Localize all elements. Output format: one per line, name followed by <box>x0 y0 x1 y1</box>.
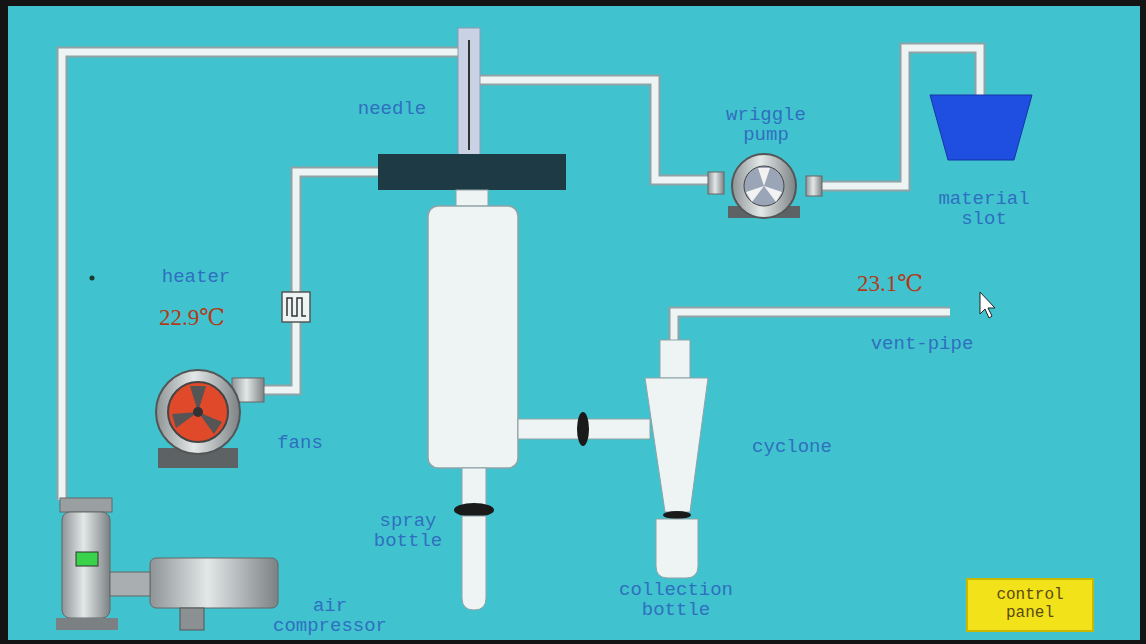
heater-symbol <box>282 292 310 322</box>
compressor-flange <box>60 498 112 512</box>
cyclone-cone <box>645 378 708 512</box>
fan-rotor <box>168 382 228 442</box>
compressor-box <box>180 608 204 630</box>
part-label: spray bottle <box>353 512 463 552</box>
heater-coil <box>287 298 306 316</box>
pump-body <box>732 154 796 218</box>
button-label: control panel <box>985 587 1075 622</box>
compressor-tank <box>62 512 110 618</box>
compressor-coupling <box>110 572 150 596</box>
fan-blades <box>172 386 222 434</box>
screen-speck <box>90 276 95 281</box>
part-label: collection bottle <box>581 581 771 621</box>
compressor-indicator <box>76 552 98 566</box>
part-label: 23.1℃ <box>835 272 945 296</box>
drying-tower <box>428 206 518 468</box>
tower-outlet <box>462 468 486 508</box>
pump-port <box>708 172 724 194</box>
control-button: control panel <box>966 578 1094 632</box>
fan-hub <box>193 407 203 417</box>
mouse-cursor <box>980 292 995 318</box>
screen-ground <box>8 6 1140 640</box>
spray-bottle-shape <box>462 516 486 610</box>
part-label: cyclone <box>737 438 847 458</box>
part-label: air compressor <box>255 597 405 637</box>
part-label: heater <box>141 268 251 288</box>
clamp-ring <box>454 503 494 517</box>
part-label: needle <box>337 100 447 120</box>
clamp-ring <box>577 412 589 446</box>
part-label: wriggle pump <box>706 106 826 146</box>
pipe <box>62 48 980 500</box>
needle-tube <box>458 28 480 158</box>
pump-rotor <box>744 166 784 206</box>
collection-bottle-shape <box>656 519 698 578</box>
compressor-motor <box>150 558 278 608</box>
pump-rollers <box>746 168 782 202</box>
clamp-ring <box>663 511 691 519</box>
pump-port <box>806 176 822 196</box>
part-label: material slot <box>919 190 1049 230</box>
part-label: 22.9℃ <box>137 306 247 330</box>
nozzle-bar <box>378 154 566 190</box>
part-label: fans <box>260 434 340 454</box>
material-tank <box>930 95 1032 160</box>
pipe-outline <box>62 48 980 500</box>
compressor-foot <box>56 618 118 630</box>
part-label: vent-pipe <box>852 335 992 355</box>
fan-housing <box>156 370 240 454</box>
needle-line <box>468 40 470 150</box>
cyclone-outlet <box>660 340 690 378</box>
